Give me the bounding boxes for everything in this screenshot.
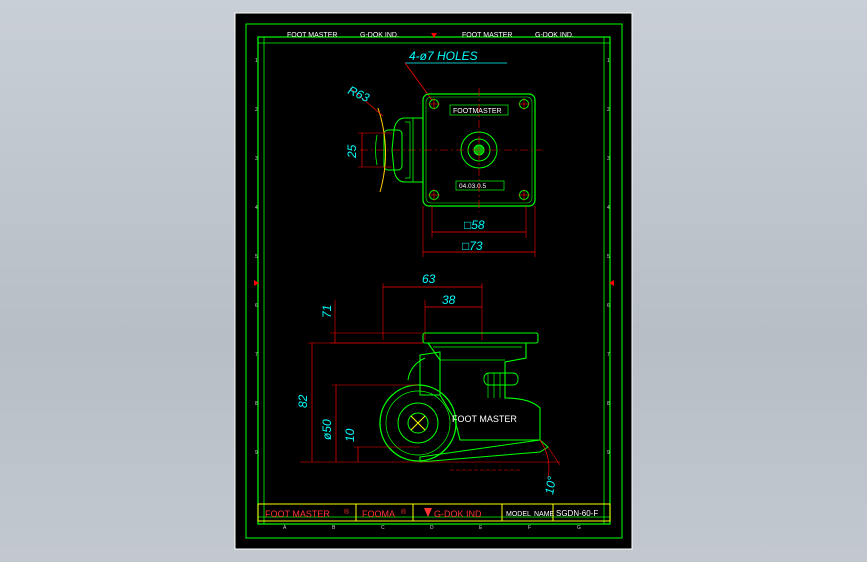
title-fooma: FOOMA xyxy=(362,509,395,519)
row-number: 6 xyxy=(255,303,258,309)
outer-frame xyxy=(245,23,623,539)
title-name-caption: NAME xyxy=(534,511,555,518)
column-letter: B xyxy=(332,525,336,531)
title-brand-reg: ® xyxy=(344,508,350,516)
row-number: 3 xyxy=(607,156,610,162)
header-center-marker xyxy=(431,33,437,38)
dim-50: ø50 xyxy=(320,419,334,440)
side-view[interactable]: 63 38 FOOT MASTER 71 82 ø50 xyxy=(296,272,561,496)
height-label: 25 xyxy=(345,144,359,159)
holes-note: 4-ø7 HOLES xyxy=(409,49,478,63)
wheel-housing-top xyxy=(391,117,423,183)
title-fooma-reg: ® xyxy=(401,508,407,516)
row-number: 7 xyxy=(607,352,610,358)
row-number: 5 xyxy=(607,254,610,260)
row-number: 3 xyxy=(255,156,258,162)
side-base xyxy=(419,439,549,463)
row-number: 2 xyxy=(607,107,610,113)
plate-label: FOOTMASTER xyxy=(453,108,502,115)
title-model-value: SGDN-60-F xyxy=(556,509,598,518)
row-number: 4 xyxy=(607,205,610,211)
row-number: 1 xyxy=(607,58,610,64)
dim-82: 82 xyxy=(296,394,310,408)
inner-square-label: □58 xyxy=(464,218,485,232)
drawing-sheet xyxy=(234,12,633,550)
column-letter: F xyxy=(528,525,531,531)
header-left-brand: FOOT MASTER xyxy=(287,32,337,39)
row-numbers-left: 1 2 3 4 5 6 7 8 9 xyxy=(255,58,258,456)
body-label: FOOT MASTER xyxy=(452,414,517,424)
title-brand: FOOT MASTER xyxy=(265,509,330,519)
header-left-maker: G-DOK IND. xyxy=(360,32,399,39)
radius-arc xyxy=(377,107,386,193)
column-letters: A B C D E F G xyxy=(283,525,581,531)
row-number: 7 xyxy=(255,352,258,358)
code-label: 04.03.0.5 xyxy=(459,183,486,190)
header-right-brand: FOOT MASTER xyxy=(462,32,512,39)
dim-71: 71 xyxy=(320,305,334,318)
right-center-marker xyxy=(609,280,614,286)
row-number: 5 xyxy=(255,254,258,260)
side-body xyxy=(426,342,541,441)
title-block: FOOT MASTER ® FOOMA ® G-DOK IND MODEL NA… xyxy=(257,503,611,522)
title-maker: G-DOK IND xyxy=(434,509,482,519)
dim-63: 63 xyxy=(422,272,436,286)
left-center-marker xyxy=(254,280,259,286)
row-number: 2 xyxy=(255,107,258,113)
maker-logo-icon xyxy=(424,508,432,517)
angle-label: 10° xyxy=(542,475,559,495)
row-number: 9 xyxy=(607,450,610,456)
top-view[interactable]: 4-ø7 HOLES FOOTMASTER 04.03.0.5 xyxy=(345,49,542,257)
column-letter: C xyxy=(381,525,385,531)
column-letter: E xyxy=(479,525,483,531)
title-model-caption: MODEL xyxy=(506,511,531,518)
row-number: 9 xyxy=(255,450,258,456)
row-numbers-right: 1 2 3 4 5 6 7 8 9 xyxy=(607,58,610,456)
row-number: 8 xyxy=(255,401,258,407)
row-number: 8 xyxy=(607,401,610,407)
dim-38: 38 xyxy=(442,293,456,307)
row-number: 4 xyxy=(255,205,258,211)
row-number: 1 xyxy=(255,58,258,64)
column-letter: D xyxy=(430,525,434,531)
dim-10: 10 xyxy=(343,428,357,442)
outer-square-label: □73 xyxy=(462,239,483,253)
column-letter: A xyxy=(283,525,287,531)
header-right-maker: G-DOK IND. xyxy=(535,32,574,39)
column-letter: G xyxy=(577,525,581,531)
row-number: 6 xyxy=(607,303,610,309)
